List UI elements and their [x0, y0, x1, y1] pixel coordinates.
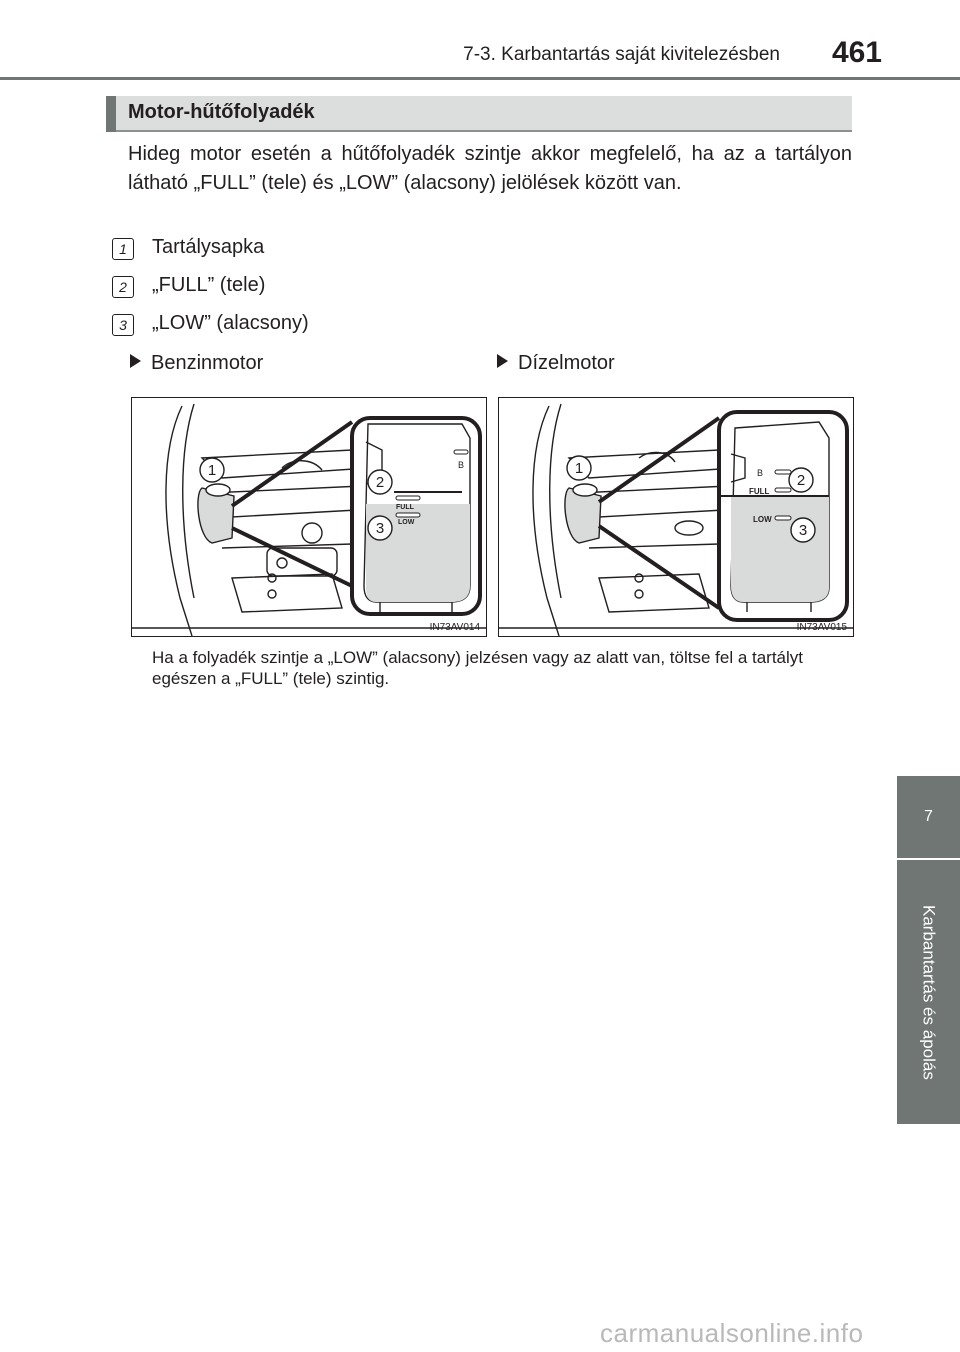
tank-label-full: FULL — [749, 487, 770, 496]
figure-caption-petrol: Benzinmotor — [130, 352, 263, 375]
legend-item: 2 „FULL” (tele) — [112, 274, 612, 302]
callout-1 — [199, 457, 225, 483]
tank-label-low: LOW — [753, 515, 772, 524]
legend-label: „LOW” (alacsony) — [152, 312, 309, 334]
triangle-bullet-icon — [130, 354, 141, 368]
chapter-number-tab: 7 — [897, 776, 960, 858]
figure-code: IN73AV014 — [429, 622, 480, 633]
callout-number: 2 — [376, 474, 384, 491]
chapter-title-tab — [897, 860, 960, 1124]
callout-2 — [367, 469, 393, 495]
tank-label-b: B — [757, 468, 763, 478]
legend-number-badge: 3 — [112, 314, 134, 336]
running-header: 7-3. Karbantartás saját kivitelezésben — [463, 44, 780, 65]
triangle-bullet-icon — [497, 354, 508, 368]
callout-1 — [566, 455, 592, 481]
figure-code: IN73AV015 — [796, 622, 847, 633]
callout-2 — [788, 467, 814, 493]
callout-3 — [790, 517, 816, 543]
figure-caption-diesel: Dízelmotor — [497, 352, 615, 375]
watermark: carmanualsonline.info — [600, 1318, 864, 1348]
callout-number: 1 — [208, 462, 216, 479]
legend-item: 3 „LOW” (alacsony) — [112, 312, 612, 340]
legend-label: „FULL” (tele) — [152, 274, 266, 296]
tank-label-b: B — [458, 460, 464, 470]
tank-label-full: FULL — [396, 504, 415, 511]
engine-bay-illustration: B FULL LOW 1 2 3 — [499, 403, 853, 636]
engine-bay-illustration: B FULL LOW 1 2 3 — [132, 403, 486, 636]
tank-label-low: LOW — [398, 519, 415, 526]
header-rule — [0, 77, 960, 80]
section-heading-bar: Motor-hűtőfolyadék — [106, 96, 852, 132]
legend-label: Tartálysapka — [152, 236, 265, 258]
figure-petrol-engine: B FULL LOW 1 2 3 IN73AV014 — [131, 397, 487, 637]
chapter-title: Karbantartás és ápolás — [919, 904, 939, 1080]
figure-diesel-engine: B FULL LOW 1 2 3 IN73AV015 — [498, 397, 854, 637]
section-title: Motor-hűtőfolyadék — [128, 101, 315, 123]
caption-text: Benzinmotor — [151, 352, 264, 374]
callout-number: 3 — [799, 522, 807, 539]
callout-number: 1 — [575, 460, 583, 477]
legend-item: 1 Tartálysapka — [112, 236, 612, 264]
intro-paragraph: Hideg motor esetén a hűtőfolyadék szintj… — [128, 143, 852, 194]
callout-3 — [367, 515, 393, 541]
callout-number: 2 — [797, 472, 805, 489]
legend-number-badge: 1 — [112, 238, 134, 260]
callout-number: 3 — [376, 520, 384, 537]
page-number: 461 — [831, 36, 882, 69]
legend-number-badge: 2 — [112, 276, 134, 298]
caption-text: Dízelmotor — [518, 352, 615, 374]
refill-note: Ha a folyadék szintje a „LOW” (alacsony)… — [152, 648, 804, 688]
